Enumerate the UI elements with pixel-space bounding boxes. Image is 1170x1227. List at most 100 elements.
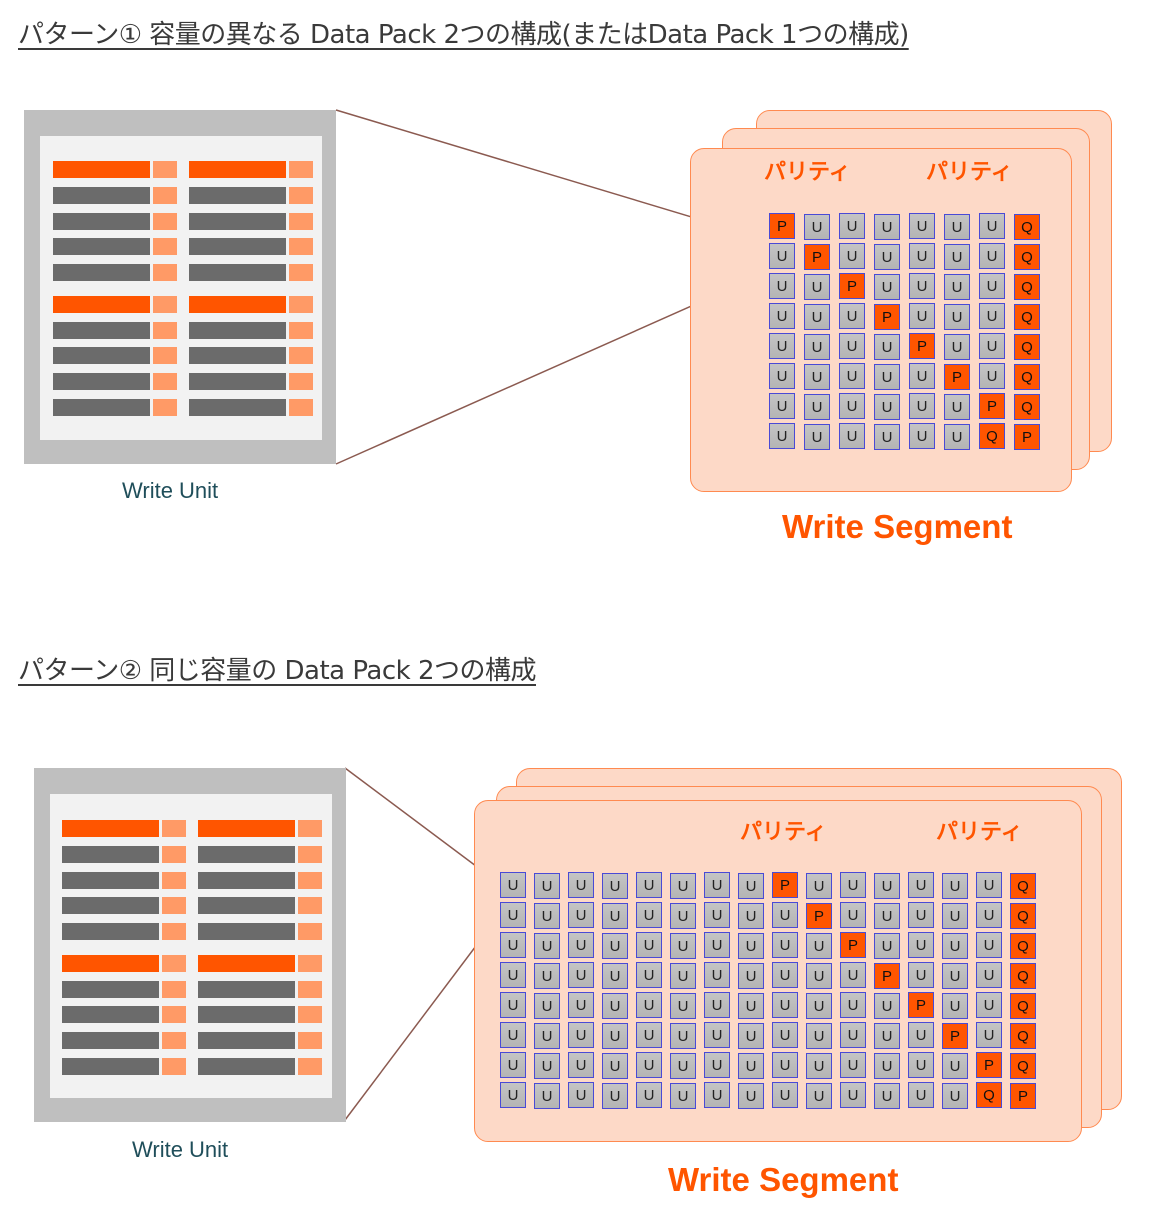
write-unit-1-block-1-0 xyxy=(189,161,313,178)
segment-1-cell-data: U xyxy=(979,363,1005,389)
write-unit-1-block-0-0 xyxy=(53,161,177,178)
segment-2-cell-data: U xyxy=(602,1053,628,1079)
segment-2-cell-data: U xyxy=(602,1023,628,1049)
segment-2-cell-parity-p: P xyxy=(942,1023,968,1049)
segment-1-cell-data: U xyxy=(769,393,795,419)
segment-2-cell-data: U xyxy=(704,992,730,1018)
segment-2-cell-data: U xyxy=(500,1082,526,1108)
segment-1-cell-data: U xyxy=(839,333,865,359)
segment-2-cell-data: U xyxy=(840,1052,866,1078)
segment-2-cell-data: U xyxy=(636,1022,662,1048)
segment-2-cell-data: U xyxy=(806,1053,832,1079)
segment-2-cell-data: U xyxy=(534,933,560,959)
segment-1-cell-parity-p: P xyxy=(979,393,1005,419)
segment-2-cell-parity-p: P xyxy=(976,1052,1002,1078)
segment-2-cell-data: U xyxy=(534,993,560,1019)
segment-1-cell-data: U xyxy=(804,214,830,240)
segment-2-cell-data: U xyxy=(806,963,832,989)
segment-2-cell-data: U xyxy=(840,992,866,1018)
segment-2-cell-data: U xyxy=(636,962,662,988)
segment-2-cell-data: U xyxy=(874,1053,900,1079)
write-unit-2-label: Write Unit xyxy=(132,1137,229,1162)
segment-2-cell-parity-q: Q xyxy=(1010,963,1036,989)
segment-2-cell-data: U xyxy=(738,963,764,989)
segment-2-cell-data: U xyxy=(500,932,526,958)
segment-2-cell-data: U xyxy=(568,1082,594,1108)
segment-2-cell-data: U xyxy=(534,903,560,929)
segment-1-cell-data: U xyxy=(874,214,900,240)
write-unit-2-block-0-4 xyxy=(62,923,186,940)
segment-2-cell-data: U xyxy=(806,933,832,959)
segment-2-cell-data: U xyxy=(636,1082,662,1108)
segment-2-cell-data: U xyxy=(500,962,526,988)
segment-1-cell-parity-q: Q xyxy=(1014,304,1040,330)
segment-2-cell-parity-q: Q xyxy=(1010,993,1036,1019)
write-unit-1-block-1-3 xyxy=(189,238,313,255)
segment-1-cell-data: U xyxy=(979,243,1005,269)
segment-1-cell-data: U xyxy=(979,273,1005,299)
segment-1-cell-parity-q: Q xyxy=(1014,334,1040,360)
segment-1-cell-data: U xyxy=(874,424,900,450)
segment-2-cell-data: U xyxy=(534,1053,560,1079)
write-unit-1-block-1-4 xyxy=(189,264,313,281)
segment-1-cell-data: U xyxy=(874,334,900,360)
segment-1-cell-parity-q: Q xyxy=(1014,394,1040,420)
segment-1-cell-data: U xyxy=(979,303,1005,329)
segment-2-cell-data: U xyxy=(908,1022,934,1048)
segment-1-cell-parity-p: P xyxy=(909,333,935,359)
write-unit-1-block-1-7 xyxy=(189,347,313,364)
segment-2-cell-data: U xyxy=(500,872,526,898)
segment-2-cell-data: U xyxy=(908,1082,934,1108)
segment-1-cell-parity-p: P xyxy=(839,273,865,299)
write-unit-2-block-0-7 xyxy=(62,1006,186,1023)
segment-2-cell-data: U xyxy=(874,1083,900,1109)
segment-2-cell-data: U xyxy=(602,903,628,929)
write-unit-1-block-1-6 xyxy=(189,322,313,339)
segment-2-cell-data: U xyxy=(500,1052,526,1078)
segment-2-cell-data: U xyxy=(942,1083,968,1109)
segment-1-cell-data: U xyxy=(874,244,900,270)
segment-2-cell-data: U xyxy=(806,1023,832,1049)
write-unit-2-block-1-0 xyxy=(198,820,322,837)
segment-2-cell-data: U xyxy=(670,933,696,959)
write-unit-2-block-0-1 xyxy=(62,846,186,863)
segment-2-cell-data: U xyxy=(772,1022,798,1048)
segment-2-cell-data: U xyxy=(908,872,934,898)
write-unit-1-block-1-9 xyxy=(189,399,313,416)
segment-2-cell-data: U xyxy=(738,1053,764,1079)
segment-1-cell-data: U xyxy=(839,393,865,419)
segment-2-cell-data: U xyxy=(772,932,798,958)
segment-1-cell-data: U xyxy=(839,363,865,389)
segment-2-cell-data: U xyxy=(670,1023,696,1049)
parity-label-1-right: パリティ xyxy=(926,160,1013,185)
parity-label-2-left: パリティ xyxy=(740,820,827,845)
segment-2-cell-data: U xyxy=(670,963,696,989)
segment-2-cell-data: U xyxy=(602,933,628,959)
segment-2-cell-parity-q: Q xyxy=(1010,903,1036,929)
write-unit-2-block-1-7 xyxy=(198,1006,322,1023)
segment-2-cell-data: U xyxy=(840,872,866,898)
write-unit-2-block-0-3 xyxy=(62,897,186,914)
segment-2-cell-data: U xyxy=(636,992,662,1018)
segment-2-cell-data: U xyxy=(534,963,560,989)
segment-1-cell-data: U xyxy=(979,213,1005,239)
segment-2-cell-data: U xyxy=(738,1083,764,1109)
segment-2-cell-data: U xyxy=(704,962,730,988)
segment-1-cell-data: U xyxy=(804,364,830,390)
segment-1-cell-parity-q: Q xyxy=(1014,214,1040,240)
segment-1-cell-data: U xyxy=(944,274,970,300)
segment-2-cell-data: U xyxy=(738,873,764,899)
segment-2-cell-data: U xyxy=(908,962,934,988)
segment-2-cell-parity-p: P xyxy=(874,963,900,989)
segment-2-cell-data: U xyxy=(636,872,662,898)
